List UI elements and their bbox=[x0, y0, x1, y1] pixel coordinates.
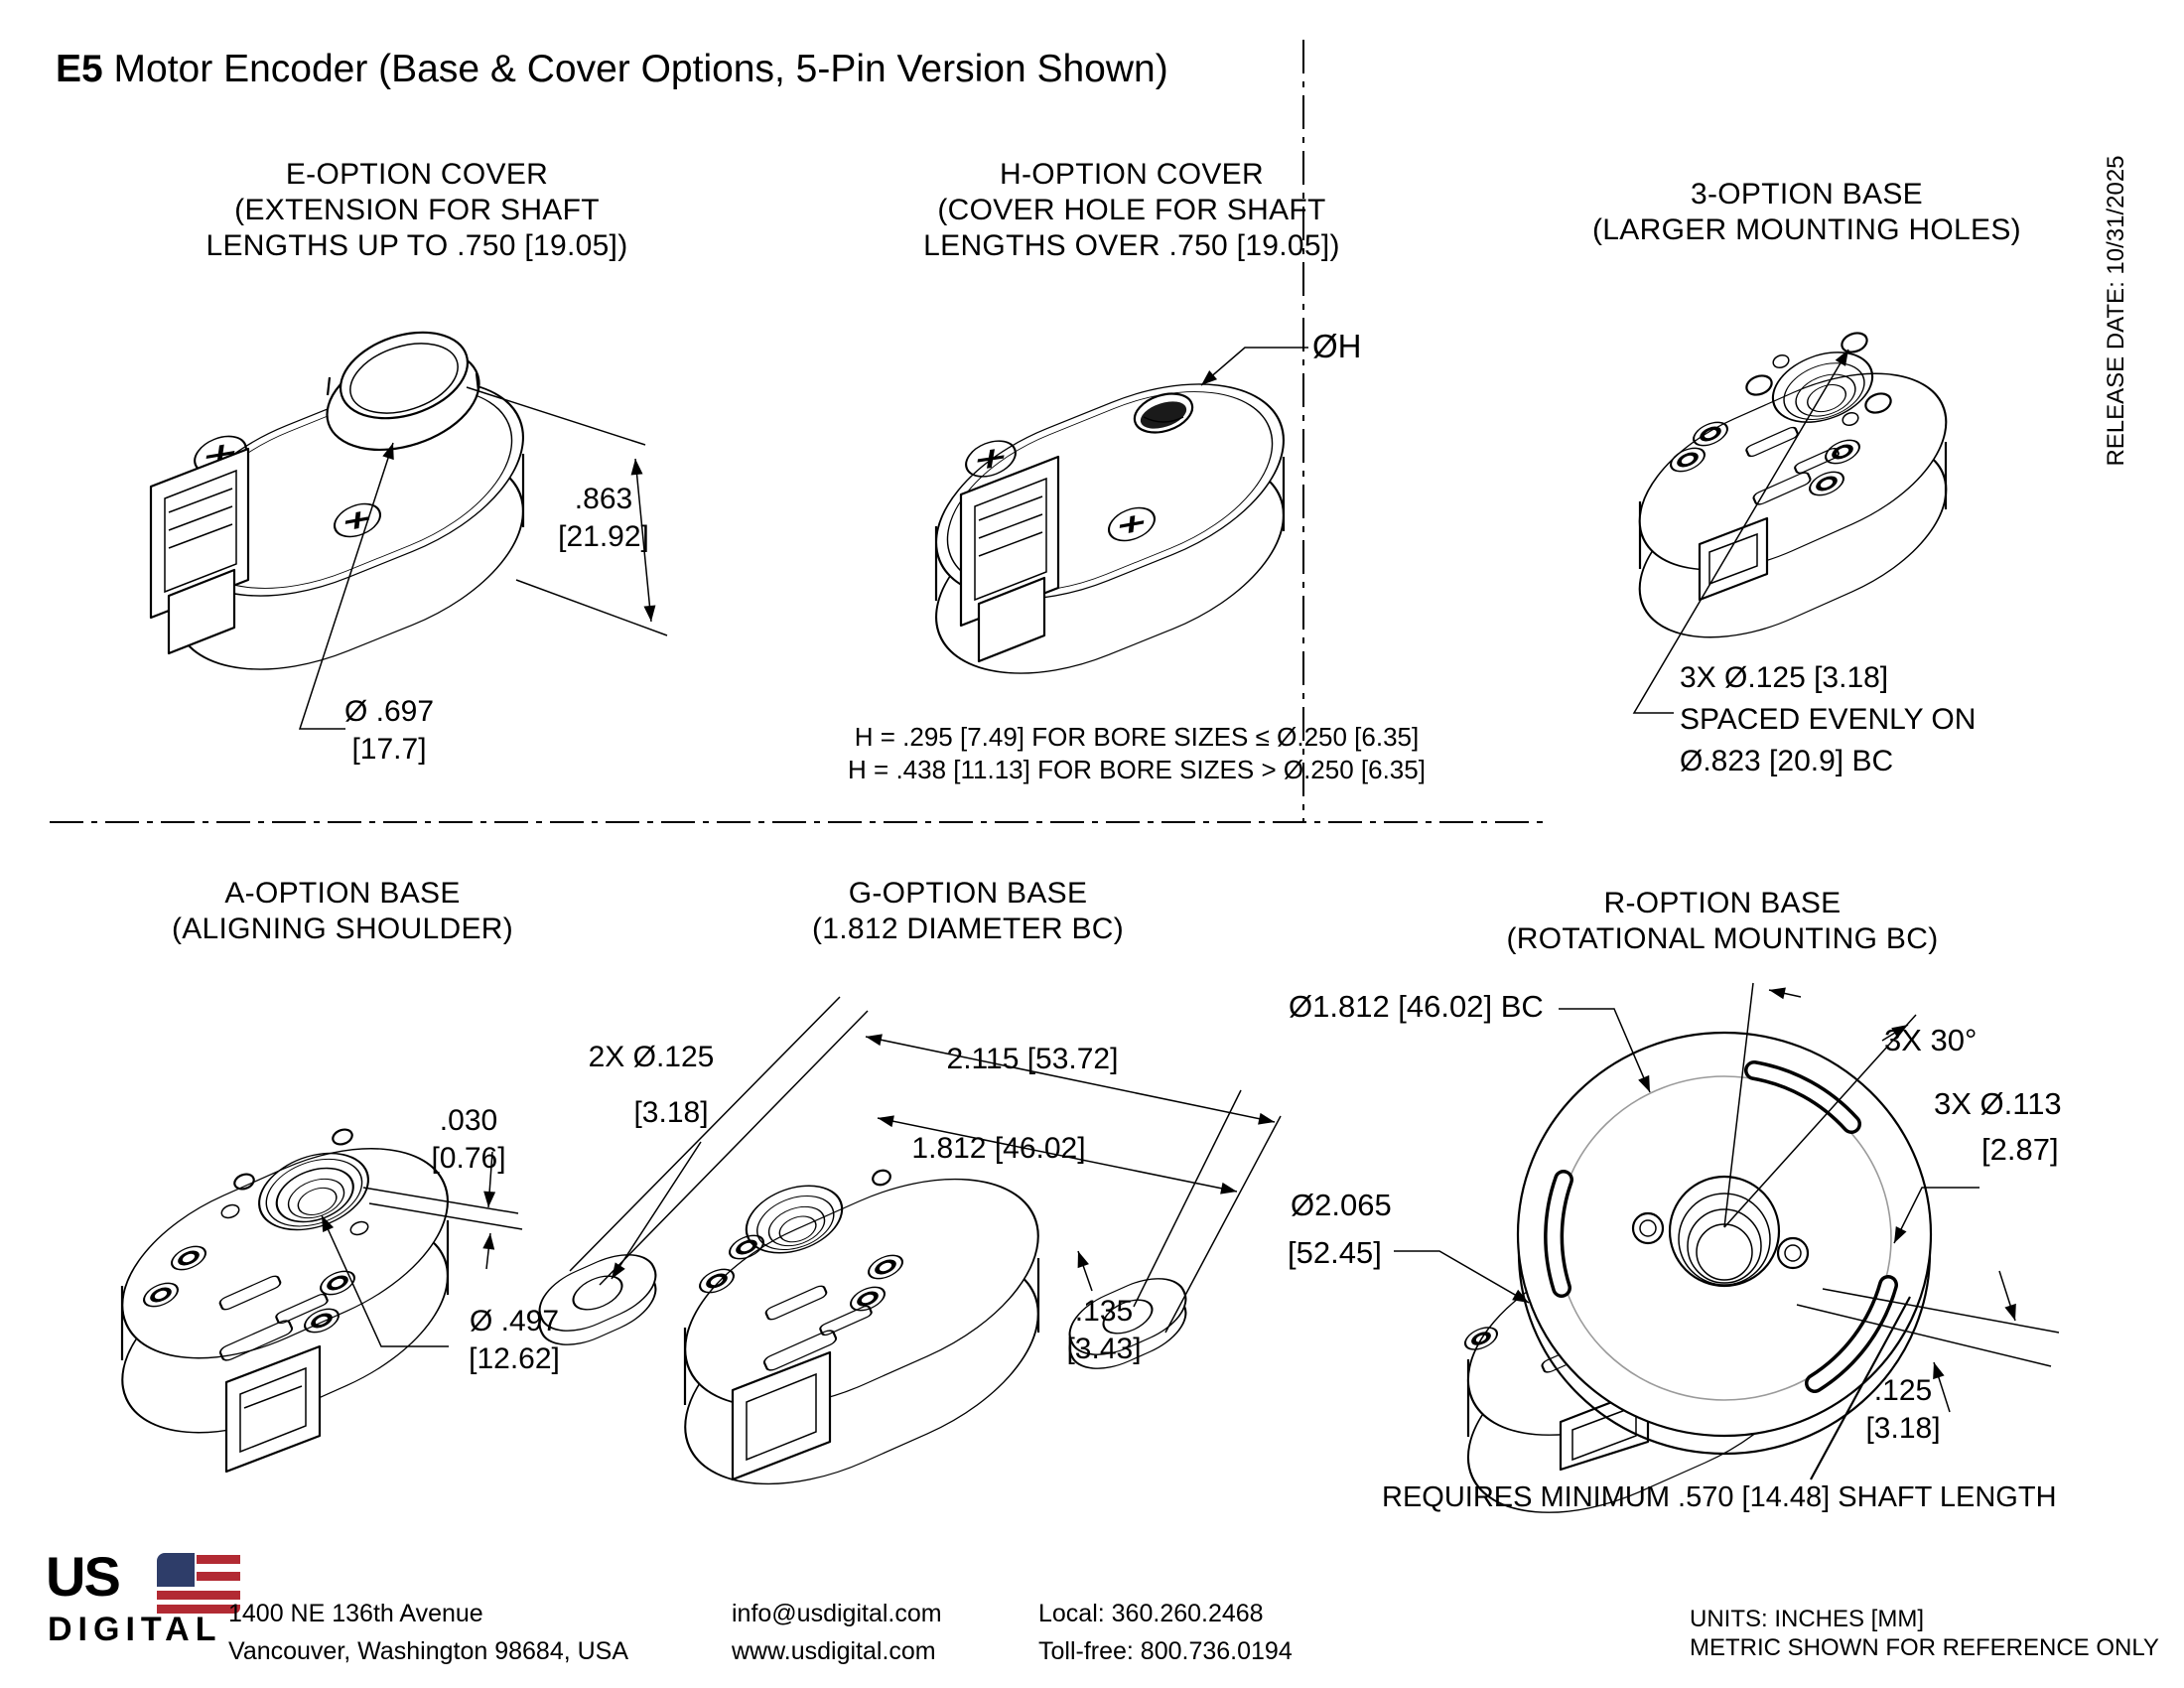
e-option-drawing bbox=[149, 331, 668, 730]
page-title: E5 Motor Encoder (Base & Cover Options, … bbox=[56, 48, 1168, 91]
section-title-r-base: R-OPTION BASE (ROTATIONAL MOUNTING BC) bbox=[1506, 887, 1939, 955]
dim-e-extension-height: .863 [21.92] bbox=[558, 483, 649, 553]
center-bore bbox=[1771, 352, 1874, 423]
flag-stripe bbox=[157, 1605, 240, 1614]
dim-g-overall: 2.115 [53.72] bbox=[946, 1043, 1119, 1075]
rotational-slots bbox=[1544, 1060, 1898, 1393]
dim-g-holes-mm: [3.18] bbox=[633, 1096, 709, 1129]
dim-r-thickness: .125 [3.18] bbox=[1865, 1374, 1941, 1445]
model-number: E5 bbox=[56, 48, 103, 90]
mounting-hole bbox=[1864, 392, 1892, 414]
view-divider-lines bbox=[50, 40, 1547, 823]
screw-icon bbox=[1108, 506, 1156, 542]
footer-address: 1400 NE 136th Avenue Vancouver, Washingt… bbox=[228, 1600, 629, 1665]
center-bore bbox=[1668, 1175, 1781, 1288]
r-shaft-note: REQUIRES MINIMUM .570 [14.48] SHAFT LENG… bbox=[1382, 1481, 2057, 1513]
section-title-h-cover: H-OPTION COVER (COVER HOLE FOR SHAFT LEN… bbox=[923, 158, 1340, 262]
connector bbox=[149, 447, 250, 655]
mounting-hole bbox=[1841, 332, 1868, 353]
mounting-hole bbox=[1745, 374, 1773, 396]
label-r-od-mm: [52.45] bbox=[1288, 1235, 1382, 1270]
us-flag-icon bbox=[157, 1553, 240, 1614]
page-title-text: Motor Encoder (Base & Cover Options, 5-P… bbox=[102, 48, 1168, 90]
label-r-bolt-circle: Ø1.812 [46.02] BC bbox=[1289, 989, 1544, 1024]
footer-phone-tollfree: Toll-free: 800.736.0194 bbox=[1038, 1637, 1293, 1665]
h-bore-notes: H = .295 [7.49] FOR BORE SIZES ≤ Ø.250 [… bbox=[848, 722, 1426, 784]
callout-3-base-holes: 3X Ø.125 [3.18] SPACED EVENLY ON Ø.823 [… bbox=[1680, 661, 1977, 777]
a-option-drawing bbox=[120, 1128, 523, 1474]
flag-canton bbox=[157, 1553, 195, 1587]
label-r-angle: 3X 30° bbox=[1884, 1023, 1978, 1057]
3-option-drawing bbox=[1632, 332, 1948, 714]
g-option-drawing bbox=[538, 996, 1282, 1485]
footer-phones: Local: 360.260.2468 Toll-free: 800.736.0… bbox=[1038, 1595, 1293, 1670]
footer-website: www.usdigital.com bbox=[732, 1637, 936, 1665]
section-title-g-base: G-OPTION BASE (1.812 DIAMETER BC) bbox=[811, 877, 1125, 945]
label-h-dia: ØH bbox=[1312, 328, 1362, 364]
mounting-ear bbox=[538, 1254, 657, 1332]
mounting-ear bbox=[1068, 1278, 1187, 1355]
h-option-drawing bbox=[934, 347, 1308, 674]
footer-email: info@usdigital.com bbox=[732, 1600, 942, 1627]
footer-phone-local: Local: 360.260.2468 bbox=[1038, 1600, 1264, 1627]
flag-stripe bbox=[157, 1591, 240, 1600]
label-r-od: Ø2.065 bbox=[1291, 1188, 1392, 1222]
rotational-disc bbox=[1516, 1031, 1933, 1438]
section-title-a-base: A-OPTION BASE (ALIGNING SHOULDER) bbox=[171, 877, 514, 945]
footer-units-note: UNITS: INCHES [MM] METRIC SHOWN FOR REFE… bbox=[1690, 1606, 2159, 1661]
label-r-holes-mm: [2.87] bbox=[1981, 1132, 2059, 1167]
dim-g-tab-thickness: .135 [3.43] bbox=[1066, 1295, 1142, 1365]
r-option-drawing bbox=[1394, 982, 2060, 1513]
screw-icon bbox=[965, 440, 1017, 478]
dim-g-bolt-circle: 1.812 [46.02] bbox=[911, 1132, 1086, 1165]
dim-a-shoulder: .030 [0.76] bbox=[431, 1104, 506, 1175]
section-title-3-base: 3-OPTION BASE (LARGER MOUNTING HOLES) bbox=[1592, 178, 2021, 246]
dim-g-holes: 2X Ø.125 bbox=[588, 1041, 715, 1073]
label-r-holes: 3X Ø.113 bbox=[1934, 1086, 2062, 1121]
flag-stripe bbox=[197, 1572, 240, 1581]
flag-stripe bbox=[197, 1555, 240, 1564]
dim-e-extension-dia: Ø .697 [17.7] bbox=[343, 695, 435, 766]
cover-hole bbox=[1133, 392, 1194, 434]
footer-contact-web: info@usdigital.com www.usdigital.com bbox=[732, 1595, 942, 1670]
logo-digital-text: DIGITAL bbox=[48, 1611, 222, 1648]
dim-a-shoulder-dia: Ø .497 [12.62] bbox=[469, 1305, 560, 1375]
connector bbox=[959, 455, 1060, 663]
release-date: RELEASE DATE: 10/31/2025 bbox=[2103, 155, 2129, 467]
logo-us-text: US bbox=[46, 1545, 121, 1608]
section-title-e-cover: E-OPTION COVER (EXTENSION FOR SHAFT LENG… bbox=[205, 158, 628, 262]
